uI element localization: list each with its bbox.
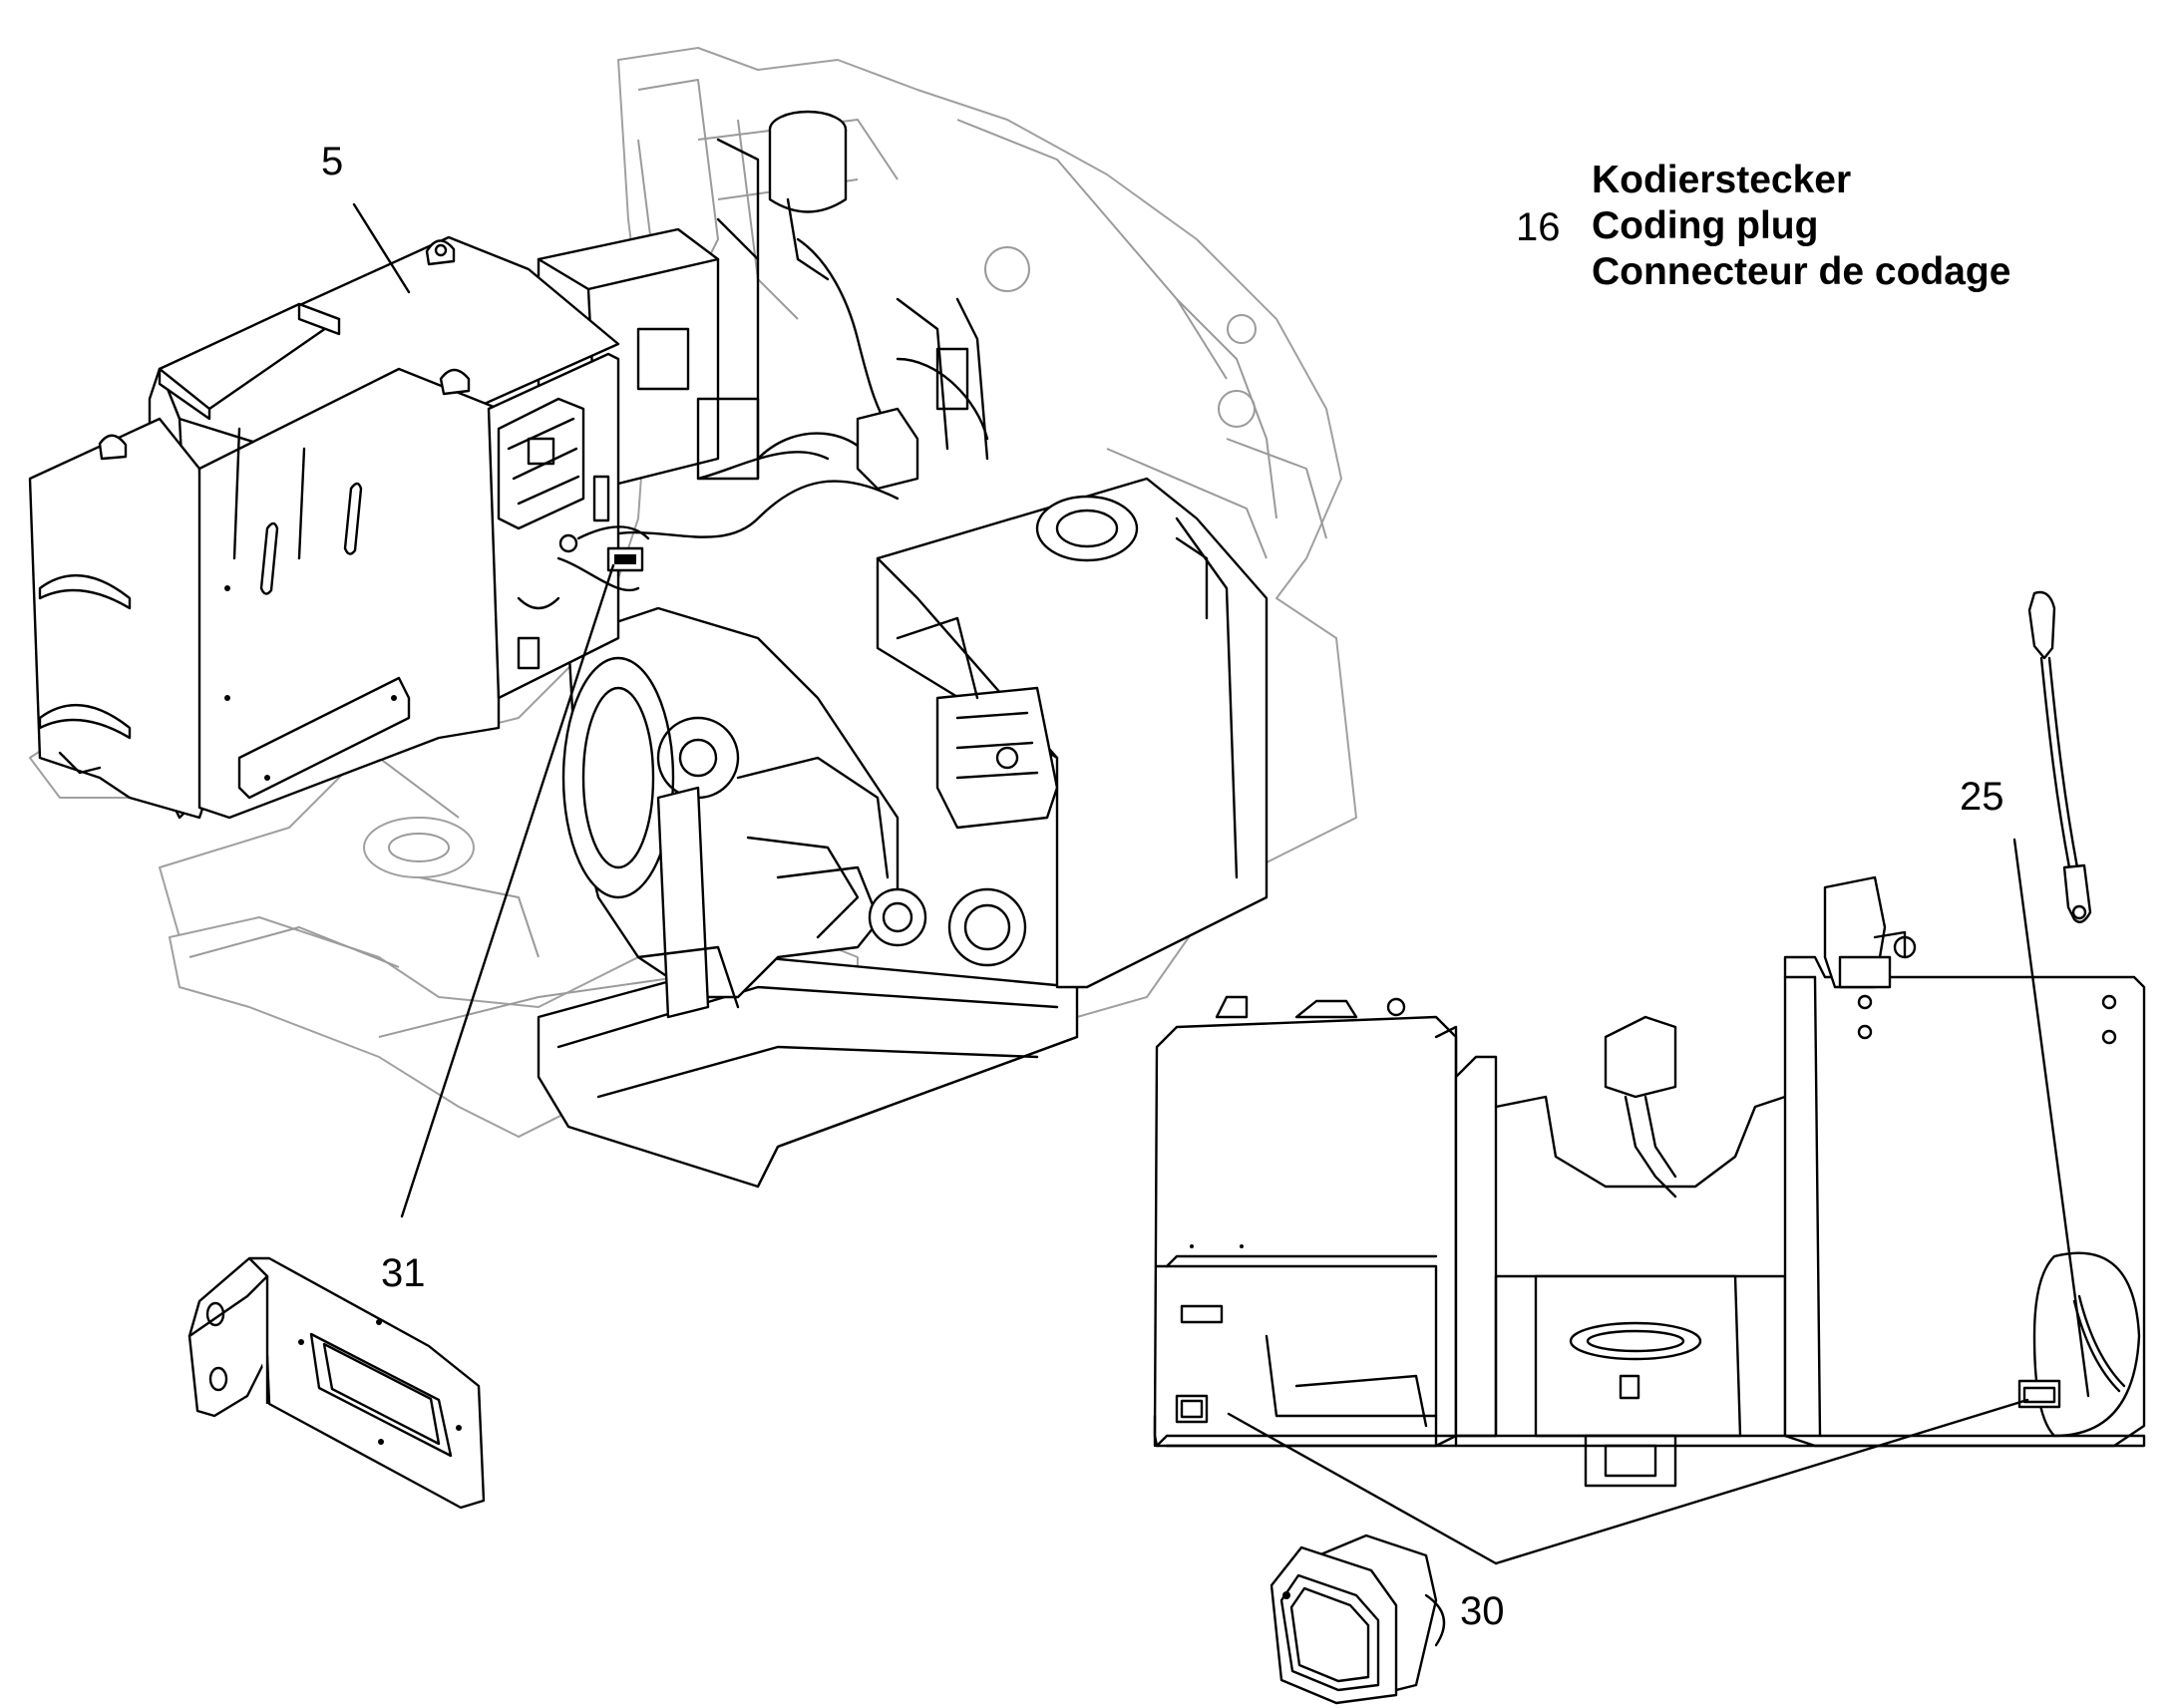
leader-lines xyxy=(352,202,2090,1565)
machine-interior xyxy=(537,110,1269,1189)
leader-line-30b xyxy=(1494,1398,2029,1565)
leader-line-5 xyxy=(352,202,411,294)
callout-5: 5 xyxy=(321,140,344,183)
callout-31: 31 xyxy=(381,1251,426,1295)
part-30-work-light xyxy=(1270,1534,1446,1705)
machine-rear-view xyxy=(1153,875,2146,1488)
leader-line-30a xyxy=(1227,1412,1498,1565)
legend-label-german: Kodierstecker xyxy=(1592,159,1852,201)
leader-line-25 xyxy=(2012,838,2090,1398)
legend-item-number: 16 xyxy=(1516,205,1561,249)
part-5-electrical-cabinet xyxy=(28,235,650,820)
part-25-cable xyxy=(2027,590,2092,923)
legend-label-english: Coding plug xyxy=(1592,204,1819,247)
legend-label-french: Connecteur de codage xyxy=(1592,250,2011,293)
leader-line-31 xyxy=(400,563,615,1218)
part-31-bracket xyxy=(187,1256,486,1510)
callout-30: 30 xyxy=(1460,1589,1505,1633)
callout-25: 25 xyxy=(1960,775,2004,819)
legend-text: Kodierstecker Coding plug Connecteur de … xyxy=(1592,158,2010,295)
